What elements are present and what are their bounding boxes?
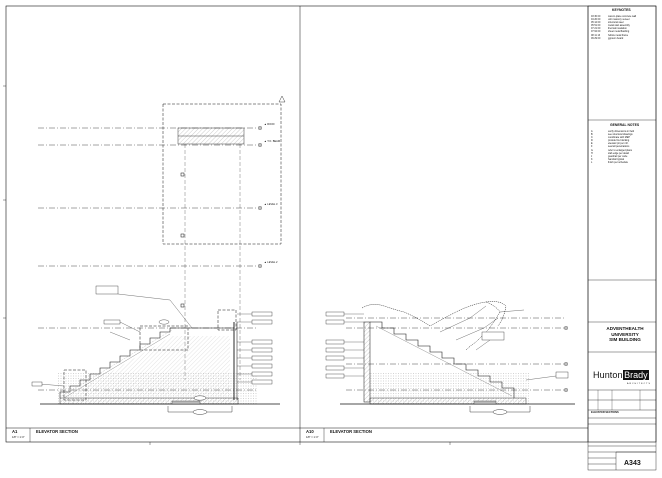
note-key: E bbox=[591, 142, 593, 146]
note-row: 05 51 00 metal stair assembly bbox=[591, 24, 657, 27]
note-key: K bbox=[591, 157, 593, 161]
general-notes-title: GENERAL NOTES bbox=[610, 123, 640, 127]
client-line: UNIVERSITY bbox=[611, 331, 639, 337]
note-text: guardrail per code bbox=[608, 154, 628, 158]
level-label: ▲ LEVEL 3 bbox=[264, 203, 278, 206]
drawing-title: ELEVATOR SECTION bbox=[36, 429, 78, 434]
drawing-number: A10 bbox=[306, 429, 314, 434]
note-key: J bbox=[591, 154, 593, 158]
note-text: sheet metal flashing bbox=[608, 30, 630, 34]
note-text: structural steel bbox=[608, 21, 624, 25]
note-text: verify dimensions in field bbox=[608, 130, 635, 133]
note-key: G bbox=[591, 148, 593, 152]
note-row: 09 29 00 gypsum board bbox=[591, 37, 657, 40]
note-key: 08 11 13 bbox=[591, 33, 601, 37]
note-key: L bbox=[591, 160, 593, 164]
sheet-title: ELEVATOR SECTIONS bbox=[591, 411, 619, 414]
drawing-number: A1 bbox=[12, 429, 18, 434]
note-text: elevator pit per mfr. bbox=[608, 142, 629, 146]
note-text: hollow metal frame bbox=[608, 33, 629, 37]
note-row: 05 12 00 structural steel bbox=[591, 21, 657, 24]
note-text: unit masonry veneer bbox=[608, 18, 630, 22]
note-row: 07 62 00 sheet metal flashing bbox=[591, 30, 657, 33]
level-label: ▲ ROOF bbox=[264, 123, 275, 126]
section-marker-icon bbox=[192, 409, 208, 415]
note-text: cast-in-place concrete wall bbox=[608, 15, 637, 18]
sheet-number: A343 bbox=[624, 460, 641, 467]
note-key: C bbox=[591, 136, 593, 140]
note-key: B bbox=[591, 133, 593, 137]
drawing-scale: 1/8" = 1'-0" bbox=[12, 436, 25, 439]
note-row: 03 30 00 cast-in-place concrete wall bbox=[591, 15, 657, 18]
note-text: slab edge per detail bbox=[608, 151, 629, 155]
note-key: 09 29 00 bbox=[591, 36, 601, 40]
note-key: D bbox=[591, 139, 593, 143]
north-arrow-icon bbox=[278, 95, 286, 103]
note-row: 04 20 00 unit masonry veneer bbox=[591, 18, 657, 21]
firm-name-a: Hunton bbox=[593, 370, 623, 380]
note-row: 07 21 00 thermal insulation bbox=[591, 27, 657, 30]
note-text: refer to enlarged plans bbox=[608, 148, 632, 152]
drawing-scale: 1/8" = 1'-0" bbox=[306, 436, 319, 439]
keynotes-title: KEYNOTES bbox=[612, 8, 631, 12]
note-key: A bbox=[591, 130, 593, 133]
level-label: ▲ LEVEL 2 bbox=[264, 261, 278, 264]
client-line: ADVENTHEALTH bbox=[606, 326, 644, 331]
note-key: F bbox=[591, 145, 593, 149]
note-text: gypsum board bbox=[608, 36, 624, 40]
note-key: 07 21 00 bbox=[591, 27, 601, 31]
note-text: metal stair assembly bbox=[608, 24, 630, 28]
note-text: seal all penetrations bbox=[608, 145, 630, 149]
note-text: handrail typical bbox=[608, 157, 624, 161]
drawing-title: ELEVATOR SECTION bbox=[330, 429, 372, 434]
client-name: ADVENTHEALTH UNIVERSITY SIM BUILDING bbox=[592, 326, 658, 343]
note-key: H bbox=[591, 151, 593, 155]
note-row: 08 11 13 hollow metal frame bbox=[591, 34, 657, 37]
note-text: coordinate with MEP bbox=[608, 136, 630, 140]
level-label: ▲ T.O. BEAM bbox=[264, 140, 281, 143]
note-text: see structural drawings bbox=[608, 133, 633, 137]
note-key: 04 20 00 bbox=[591, 18, 601, 22]
note-key: 07 62 00 bbox=[591, 30, 601, 34]
note-text: provide fire blocking bbox=[608, 139, 630, 143]
note-text: thermal insulation bbox=[608, 27, 627, 31]
firm-subtitle: ARCHITECTS bbox=[627, 383, 651, 385]
note-key: 03 30 00 bbox=[591, 15, 601, 18]
note-key: 05 12 00 bbox=[591, 21, 601, 25]
firm-name-b: Brady bbox=[623, 370, 649, 380]
note-key: 05 51 00 bbox=[591, 24, 601, 28]
note-text: finish per schedule bbox=[608, 160, 628, 164]
client-line: SIM BUILDING bbox=[609, 337, 641, 343]
